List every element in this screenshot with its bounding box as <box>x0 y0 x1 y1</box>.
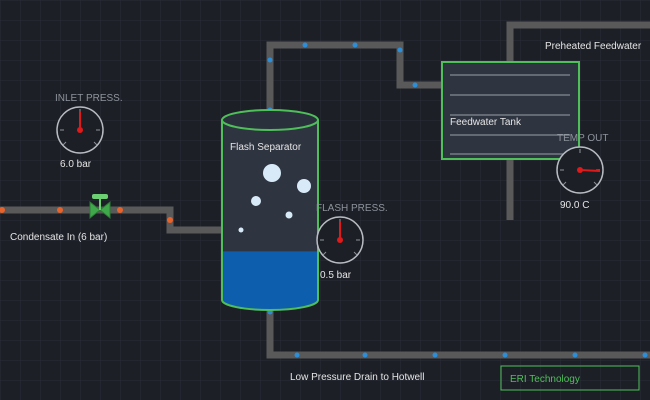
flash-steam-bubbles <box>238 164 311 233</box>
separator-label: Flash Separator <box>230 142 302 153</box>
condensate-flow-dots <box>0 207 173 223</box>
drain-flow-dots <box>267 309 648 358</box>
temperature-out-gauge: TEMP OUT 90.0 C <box>556 133 608 211</box>
dial-gauge-icon <box>56 106 104 154</box>
preheated-feedwater-label: Preheated Feedwater <box>545 41 642 52</box>
temp-gauge-title: TEMP OUT <box>557 133 608 144</box>
preheated-outlet-pipe <box>506 21 650 62</box>
inlet-gauge-reading: 6.0 bar <box>60 159 92 170</box>
temp-gauge-reading: 90.0 C <box>560 200 589 211</box>
inlet-pressure-gauge: INLET PRESS. 6.0 bar <box>55 93 123 170</box>
flash-gauge-reading: 0.5 bar <box>320 270 352 281</box>
tank-label: Feedwater Tank <box>450 117 522 128</box>
flash-pressure-gauge: FLASH PRESS. 0.5 bar <box>316 203 388 281</box>
feedwater-tank: Feedwater Tank <box>441 61 580 160</box>
inlet-gauge-title: INLET PRESS. <box>55 93 123 104</box>
gate-valve-icon[interactable] <box>89 194 111 220</box>
drain-pipe <box>266 305 650 359</box>
flash-separator-vessel: Flash Separator <box>221 109 319 311</box>
flash-gauge-title: FLASH PRESS. <box>316 203 388 214</box>
inlet-label: Condensate In (6 bar) <box>10 232 107 243</box>
brand-box: ERI Technology <box>500 365 640 391</box>
dial-gauge-icon <box>556 146 604 194</box>
vessel-water-level <box>222 251 318 310</box>
brand-label: ERI Technology <box>510 374 580 385</box>
drain-label: Low Pressure Drain to Hotwell <box>290 372 425 383</box>
dial-gauge-icon <box>316 216 364 264</box>
